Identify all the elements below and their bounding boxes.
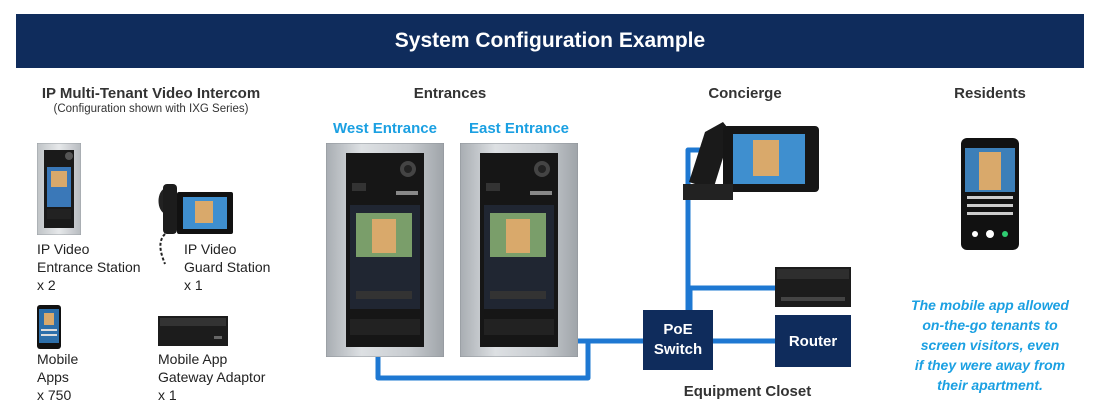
west-entrance-station-icon [326,143,444,357]
diagram-title-banner: System Configuration Example [16,14,1084,68]
router-box: Router [775,315,851,367]
east-entrance-station-icon [460,143,578,357]
wire-gateway [687,285,775,310]
equipment-closet-label: Equipment Closet [683,383,812,400]
intercom-section-title: IP Multi-Tenant Video Intercom [41,85,261,102]
diagram-title: System Configuration Example [394,29,706,52]
mobile-apps-label: Mobile Apps x 750 [37,351,79,403]
closet-gateway-icon [775,267,851,307]
mobile-app-note: The mobile app allowed on-the-go tenants… [911,297,1069,393]
west-entrance-label: West Entrance [333,120,437,137]
mobile-phone-icon [37,305,61,349]
guard-station-icon [158,184,233,265]
resident-phone-icon [961,138,1019,250]
concierge-guard-station-icon [683,122,819,200]
east-entrance-label: East Entrance [468,120,570,137]
gateway-adaptor-label: Mobile App Gateway Adaptor x 1 [158,351,266,403]
entrance-station-icon [37,143,81,235]
concierge-section-title: Concierge [708,85,782,102]
entrance-station-label: IP Video Entrance Station x 2 [37,241,141,293]
gateway-adaptor-icon [158,316,228,346]
poe-switch-box: PoE Switch [643,310,713,370]
intercom-section-subtitle: (Configuration shown with IXG Series) [53,103,249,115]
entrances-section-title: Entrances [413,85,487,102]
guard-station-label: IP Video Guard Station x 1 [184,241,271,293]
residents-section-title: Residents [954,85,1026,102]
